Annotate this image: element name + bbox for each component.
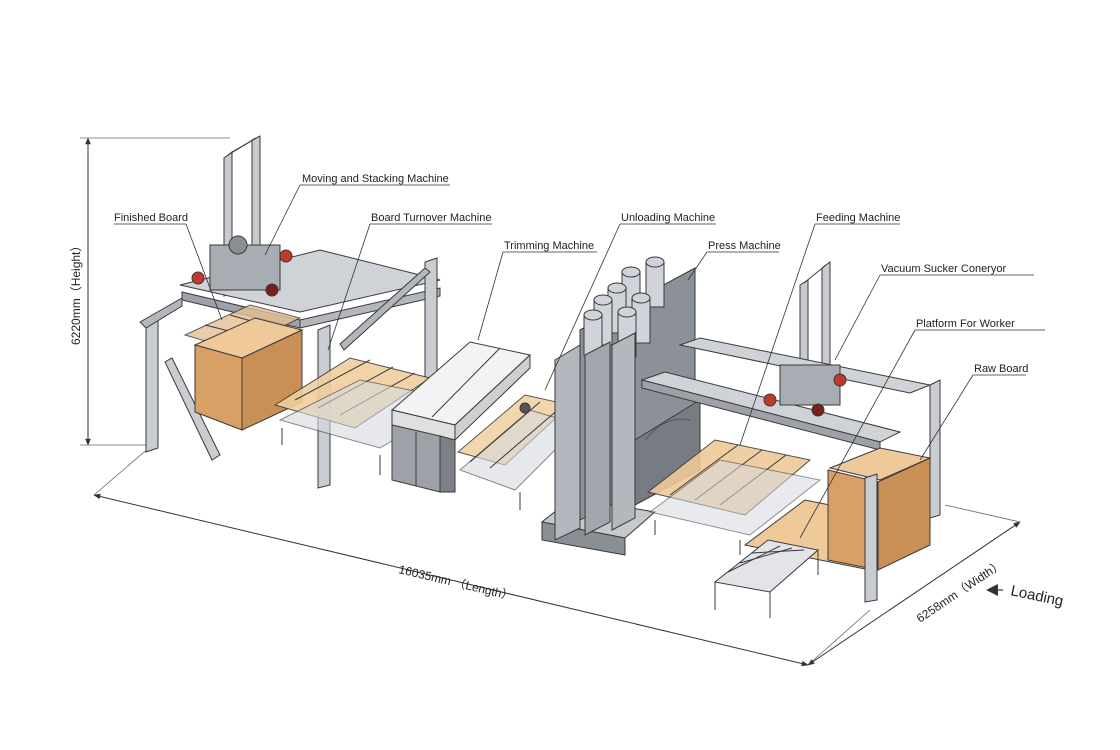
label-feeding: Feeding Machine bbox=[816, 212, 900, 224]
label-finished-board: Finished Board bbox=[114, 212, 188, 224]
label-raw-board: Raw Board bbox=[974, 363, 1028, 375]
height-dimension-label: 6220mm（Height） bbox=[69, 240, 83, 345]
loading-indicator: Loading bbox=[986, 582, 1065, 610]
feeding-machine bbox=[640, 261, 941, 555]
label-unloading: Unloading Machine bbox=[621, 212, 715, 224]
label-press: Press Machine bbox=[708, 240, 781, 252]
label-vacuum-sucker: Vacuum Sucker Coneryor bbox=[881, 263, 1006, 275]
label-board-turnover: Board Turnover Machine bbox=[371, 212, 491, 224]
moving-stacking-machine bbox=[139, 135, 441, 489]
label-trimming: Trimming Machine bbox=[504, 240, 594, 252]
height-dimension: 6220mm（Height） bbox=[69, 137, 230, 446]
label-moving-stacking: Moving and Stacking Machine bbox=[302, 173, 449, 185]
press-machine bbox=[540, 256, 701, 556]
loading-label: Loading bbox=[1009, 582, 1065, 610]
label-platform-worker: Platform For Worker bbox=[916, 318, 1015, 330]
trimming-machine bbox=[390, 341, 532, 493]
length-dimension-label: 16035mm （Length） bbox=[397, 562, 514, 603]
raw-board-stack bbox=[743, 447, 932, 603]
callout-lines bbox=[114, 184, 1045, 539]
loading-arrow-icon bbox=[986, 584, 998, 596]
finished-board-stack bbox=[193, 317, 304, 431]
worker-platform bbox=[713, 539, 820, 618]
